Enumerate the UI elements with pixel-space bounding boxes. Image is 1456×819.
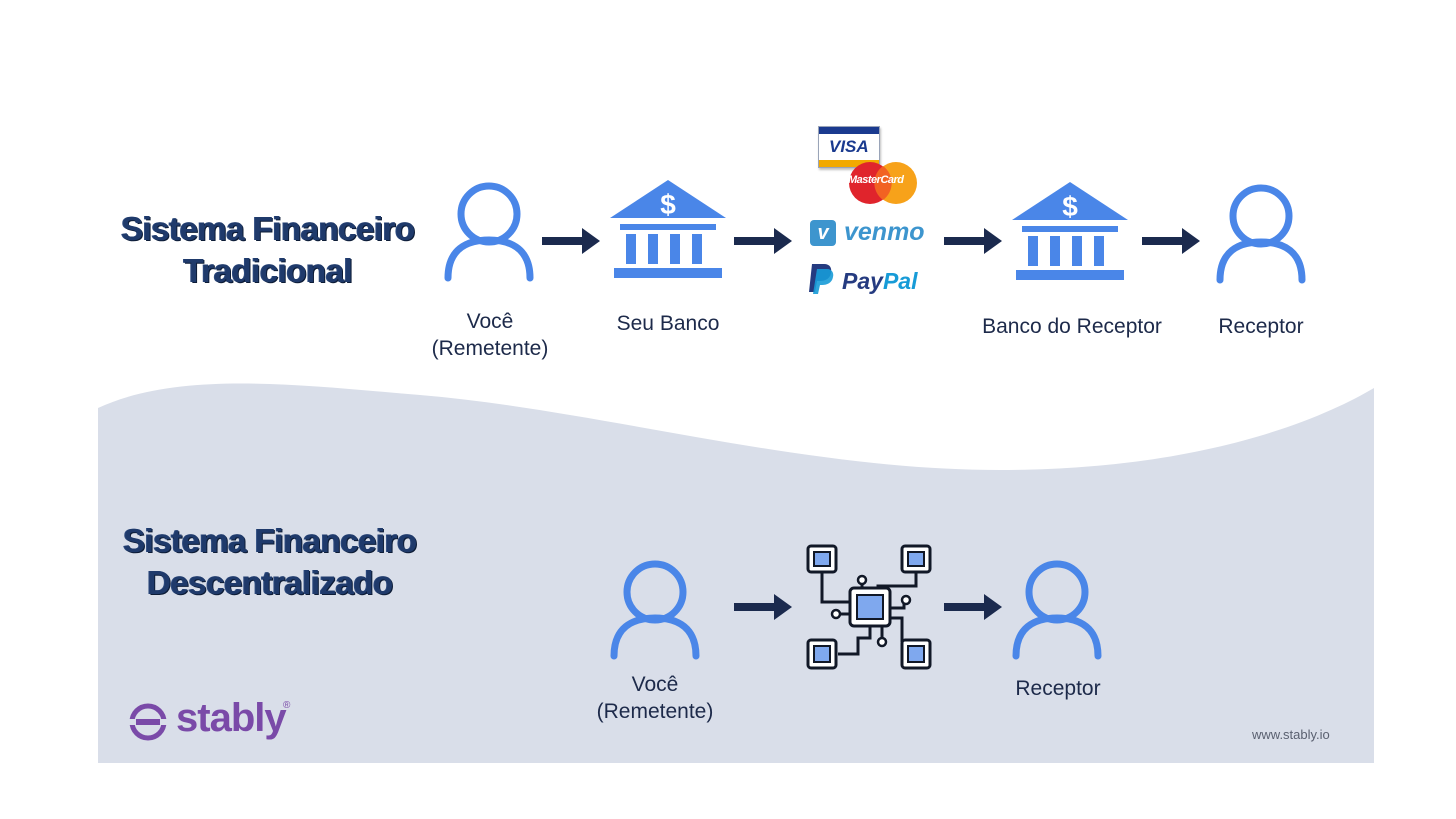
arrow-right-icon bbox=[734, 228, 792, 254]
label-sender-line1: Você bbox=[466, 310, 514, 333]
label-sender-decentralized: Você (Remetente) bbox=[575, 671, 735, 725]
venmo-text: venmo bbox=[844, 218, 925, 246]
visa-logo: VISA bbox=[818, 126, 880, 168]
label-receiver-decentralized: Receptor bbox=[1015, 677, 1101, 700]
bank-icon: $ bbox=[1012, 182, 1128, 280]
registered-mark: ® bbox=[283, 700, 291, 711]
arrow-right-icon bbox=[944, 594, 1002, 620]
label-receiver-traditional: Receptor bbox=[1218, 315, 1304, 338]
payment-methods-group: VISA MasterCard v venmo PayPal bbox=[804, 122, 934, 298]
arrow-right-icon bbox=[734, 594, 792, 620]
paypal-pal-text: Pal bbox=[882, 268, 918, 294]
venmo-logo-icon: v bbox=[810, 220, 836, 246]
paypal-pay-text: Pay bbox=[842, 268, 883, 294]
paypal-logo-icon bbox=[809, 264, 834, 294]
bank-icon: $ bbox=[610, 180, 726, 278]
mastercard-text: MasterCard bbox=[848, 174, 904, 186]
arrow-right-icon bbox=[1142, 228, 1200, 254]
arrow-right-icon bbox=[944, 228, 1002, 254]
decentralized-title-line2: Descentralizado bbox=[147, 564, 393, 601]
paypal-text: PayPal bbox=[842, 268, 917, 295]
svg-text:$: $ bbox=[1062, 191, 1078, 222]
person-icon bbox=[610, 560, 700, 660]
website-url: www.stably.io bbox=[1252, 727, 1330, 742]
person-icon bbox=[1216, 184, 1306, 284]
arrow-right-icon bbox=[542, 228, 600, 254]
traditional-title-line1: Sistema Financeiro bbox=[121, 210, 415, 247]
svg-text:$: $ bbox=[660, 189, 676, 220]
traditional-title: Sistema Financeiro Tradicional bbox=[100, 208, 436, 292]
visa-text: VISA bbox=[829, 137, 869, 156]
label-sender-line2: (Remetente) bbox=[431, 337, 549, 360]
label-receiver-bank: Banco do Receptor bbox=[982, 315, 1162, 338]
label-sender-line2: (Remetente) bbox=[596, 700, 714, 723]
decentralized-title-line1: Sistema Financeiro bbox=[123, 522, 417, 559]
stably-logo-icon bbox=[128, 703, 168, 741]
stably-wordmark: stably bbox=[176, 696, 287, 740]
blockchain-network-icon bbox=[806, 544, 932, 670]
mastercard-logo bbox=[849, 162, 917, 204]
traditional-title-line2: Tradicional bbox=[183, 252, 353, 289]
label-sender-traditional: Você (Remetente) bbox=[410, 308, 570, 362]
person-icon bbox=[1012, 560, 1102, 660]
label-sender-bank: Seu Banco bbox=[616, 312, 720, 335]
label-sender-line1: Você bbox=[631, 673, 679, 696]
person-icon bbox=[444, 182, 534, 282]
decentralized-title: Sistema Financeiro Descentralizado bbox=[100, 520, 440, 604]
